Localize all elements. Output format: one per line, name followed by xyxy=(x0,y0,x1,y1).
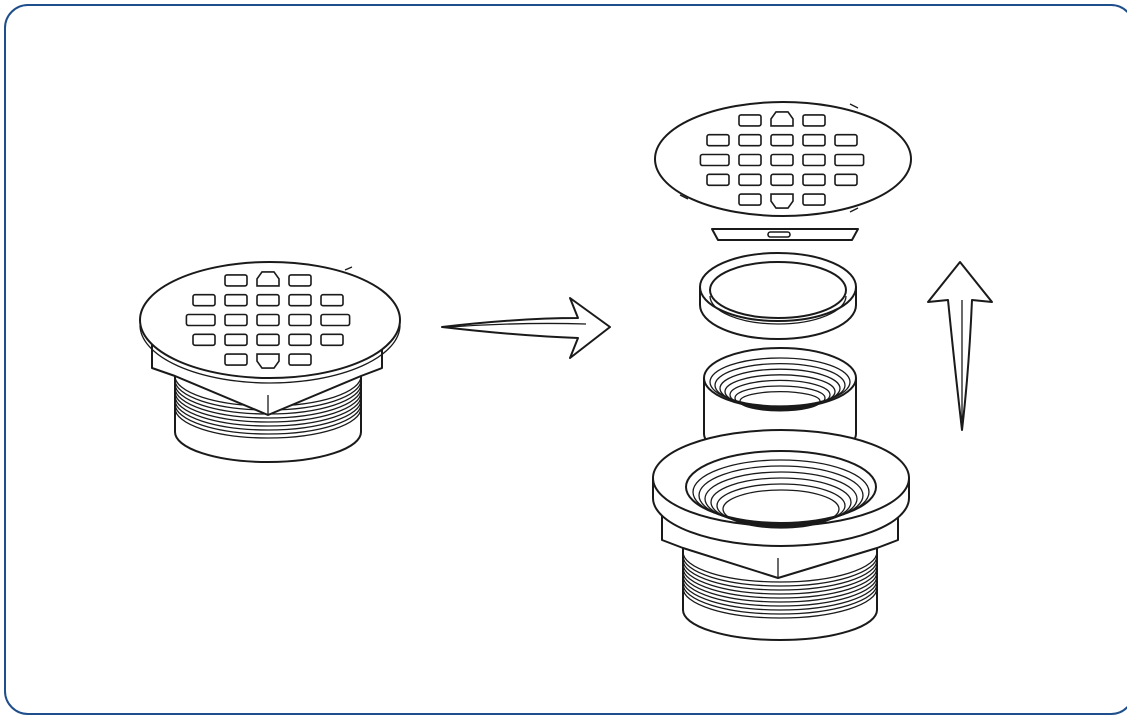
up-arrow-icon xyxy=(927,261,993,431)
strainer-slot xyxy=(738,173,762,187)
thread-line xyxy=(174,395,362,427)
strainer-slot xyxy=(256,293,280,307)
thread-line xyxy=(716,483,846,528)
strainer-slot xyxy=(224,333,248,347)
strainer-slot xyxy=(320,313,351,327)
thread-line xyxy=(729,379,831,410)
thread-line xyxy=(682,579,878,611)
thread-line xyxy=(174,391,362,423)
strainer-slot xyxy=(699,153,730,167)
assembled-drain-icon xyxy=(139,261,401,463)
thread-line xyxy=(682,563,878,595)
right-arrow-icon xyxy=(441,297,611,359)
strainer-slot xyxy=(288,313,312,327)
thread-line xyxy=(714,362,846,408)
thread-line xyxy=(710,477,852,528)
thread-line xyxy=(174,399,362,431)
strainer-slot xyxy=(224,313,248,327)
thread-line xyxy=(174,407,362,439)
strainer-slot xyxy=(256,313,280,327)
drain-body-icon xyxy=(652,429,910,641)
strainer-slot xyxy=(224,274,248,287)
strainer-slot xyxy=(802,153,826,167)
strainer-slot xyxy=(770,111,794,127)
thread-line xyxy=(722,489,840,529)
strainer-slot xyxy=(738,133,762,147)
strainer-slot xyxy=(185,313,216,327)
thread-line xyxy=(174,387,362,419)
retaining-ring-icon xyxy=(699,252,857,340)
strainer-slot xyxy=(288,274,312,287)
strainer-slot xyxy=(256,353,280,369)
thread-line xyxy=(174,403,362,435)
thread-line xyxy=(682,587,878,619)
strainer-slot xyxy=(802,173,826,187)
strainer-slot xyxy=(224,293,248,307)
thread-line xyxy=(682,567,878,599)
strainer-slot xyxy=(834,153,865,167)
thread-line xyxy=(704,471,858,527)
gasket-icon xyxy=(711,228,859,241)
strainer-slot xyxy=(320,333,344,347)
strainer-slot xyxy=(834,133,858,147)
strainer-slot xyxy=(770,153,794,167)
strainer-cover-icon xyxy=(654,101,912,217)
thread-line xyxy=(682,575,878,607)
thread-line xyxy=(682,555,878,587)
strainer-slot xyxy=(802,133,826,147)
thread-line xyxy=(724,374,836,410)
strainer-slot xyxy=(224,353,248,366)
strainer-slot xyxy=(834,173,858,187)
thread-line xyxy=(698,465,864,526)
strainer-slot xyxy=(738,153,762,167)
strainer-slot xyxy=(192,333,216,347)
thread-line xyxy=(682,551,878,583)
thread-line xyxy=(682,559,878,591)
thread-line xyxy=(682,571,878,603)
thread-line xyxy=(692,459,870,525)
strainer-slot xyxy=(802,193,826,206)
strainer-slot xyxy=(288,293,312,307)
strainer-slot xyxy=(288,333,312,347)
strainer-slot xyxy=(738,193,762,206)
thread-line xyxy=(719,368,841,409)
strainer-slot xyxy=(770,173,794,187)
strainer-slot xyxy=(192,293,216,307)
strainer-slot xyxy=(256,333,280,347)
thread-line xyxy=(734,385,826,411)
thread-line xyxy=(709,357,851,407)
strainer-slot xyxy=(770,133,794,147)
strainer-slot xyxy=(256,271,280,287)
strainer-slot xyxy=(802,114,826,127)
thread-line xyxy=(739,390,821,412)
strainer-slot xyxy=(288,353,312,366)
strainer-slot xyxy=(706,133,730,147)
strainer-slot xyxy=(770,193,794,209)
strainer-slot xyxy=(320,293,344,307)
strainer-slot xyxy=(706,173,730,187)
thread-line xyxy=(682,583,878,615)
strainer-slot xyxy=(738,114,762,127)
